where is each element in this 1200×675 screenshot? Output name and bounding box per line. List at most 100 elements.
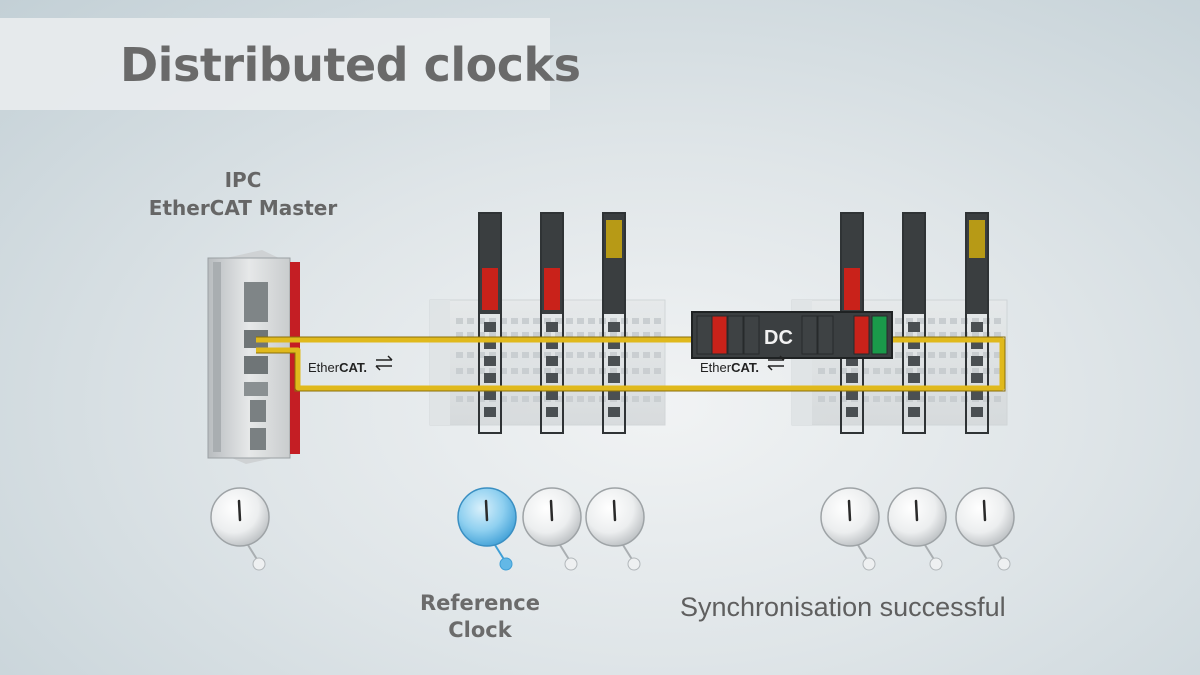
ipc-label-line2: EtherCAT Master [148,196,338,220]
terminal-contact [846,373,858,383]
rail-contact [983,368,990,374]
rail-contact [555,368,562,374]
rail-contact [555,352,562,358]
rail-contact [994,318,1001,324]
rail-contact [511,332,518,338]
rail-contact [983,352,990,358]
rail-contact [632,332,639,338]
rail-contact [511,368,518,374]
rail-contact [829,396,836,402]
terminal-contact [484,407,496,417]
clock-hand [237,499,242,522]
rail-contact [555,332,562,338]
rail-contact [555,396,562,402]
rail-contact [895,332,902,338]
rail-contact [478,396,485,402]
ipc-label: IPC EtherCAT Master [138,166,348,222]
ethercat-logo-text-a: Ether [700,360,732,375]
terminal-contact [608,407,620,417]
terminal-contact [971,407,983,417]
rail-contact [939,368,946,374]
ethercat-arrows-icon [767,355,785,371]
terminal-contact [908,322,920,332]
rail-contact [522,396,529,402]
rail-contact [906,368,913,374]
rail-contact [840,396,847,402]
rail-contact [610,318,617,324]
rail-contact [467,352,474,358]
rail-contact [884,396,891,402]
ethercat-logo-text-b: CAT. [731,360,759,375]
rail-contact [818,396,825,402]
rail-contact [632,352,639,358]
terminal-contact [484,339,496,349]
rail-contact [467,332,474,338]
rail-contact [478,368,485,374]
rail-contact [610,332,617,338]
rail-contact [632,368,639,374]
status-text: Synchronisation successful [680,592,1006,622]
rail-contact [500,368,507,374]
rail-contact [928,352,935,358]
rail-contact [511,396,518,402]
rail-contact [994,368,1001,374]
clock-hand [847,499,852,522]
rail-contact [533,332,540,338]
terminal-contact [546,322,558,332]
rail-contact [577,352,584,358]
terminal-contact [608,322,620,332]
rail-contact [489,318,496,324]
terminal-led-red [544,268,560,310]
rail-contact [632,396,639,402]
rail-contact [895,396,902,402]
rail-contact [994,352,1001,358]
rail-contact [961,352,968,358]
terminal-contact [608,390,620,400]
terminal-contact [971,356,983,366]
dc-register-cell [853,315,870,355]
rail-contact [489,352,496,358]
rail-contact [500,318,507,324]
dc-register-cell [817,315,834,355]
rail-contact [456,352,463,358]
rail-contact [950,352,957,358]
rail-contact [610,368,617,374]
terminal-contact [546,373,558,383]
clock-hand [914,499,919,522]
rail-contact [544,318,551,324]
terminal-contact [846,356,858,366]
rail-contact [654,368,661,374]
terminal-contact [608,339,620,349]
terminal-contact [546,390,558,400]
rail-contact [928,368,935,374]
terminal-contact [908,339,920,349]
ethercat-logo-2: EtherCAT. [700,355,785,375]
terminal-head [904,214,924,314]
rail-contact [961,368,968,374]
dc-register-cell [727,315,744,355]
svg-text:EtherCAT.: EtherCAT. [308,360,367,375]
terminal-contact [971,339,983,349]
rail-contact [654,318,661,324]
rail-contact [851,368,858,374]
rail-contact [873,396,880,402]
rail-contact [467,368,474,374]
rail-contact [895,352,902,358]
rail-contact [950,396,957,402]
rail-contact [961,332,968,338]
terminal-contact [546,407,558,417]
rail-contact [917,396,924,402]
terminal-contact [971,322,983,332]
rail-contact [489,368,496,374]
rail-contact [873,368,880,374]
reference-clock-label: Reference Clock [405,590,555,644]
terminal-led-yellow [606,220,622,258]
rail-contact [972,318,979,324]
rail-contact [654,396,661,402]
terminal-led-red [482,268,498,310]
terminal-contact [546,339,558,349]
terminal-contact [608,373,620,383]
dc-register-cell [801,315,818,355]
rail-contact [478,332,485,338]
rail-contact [950,332,957,338]
